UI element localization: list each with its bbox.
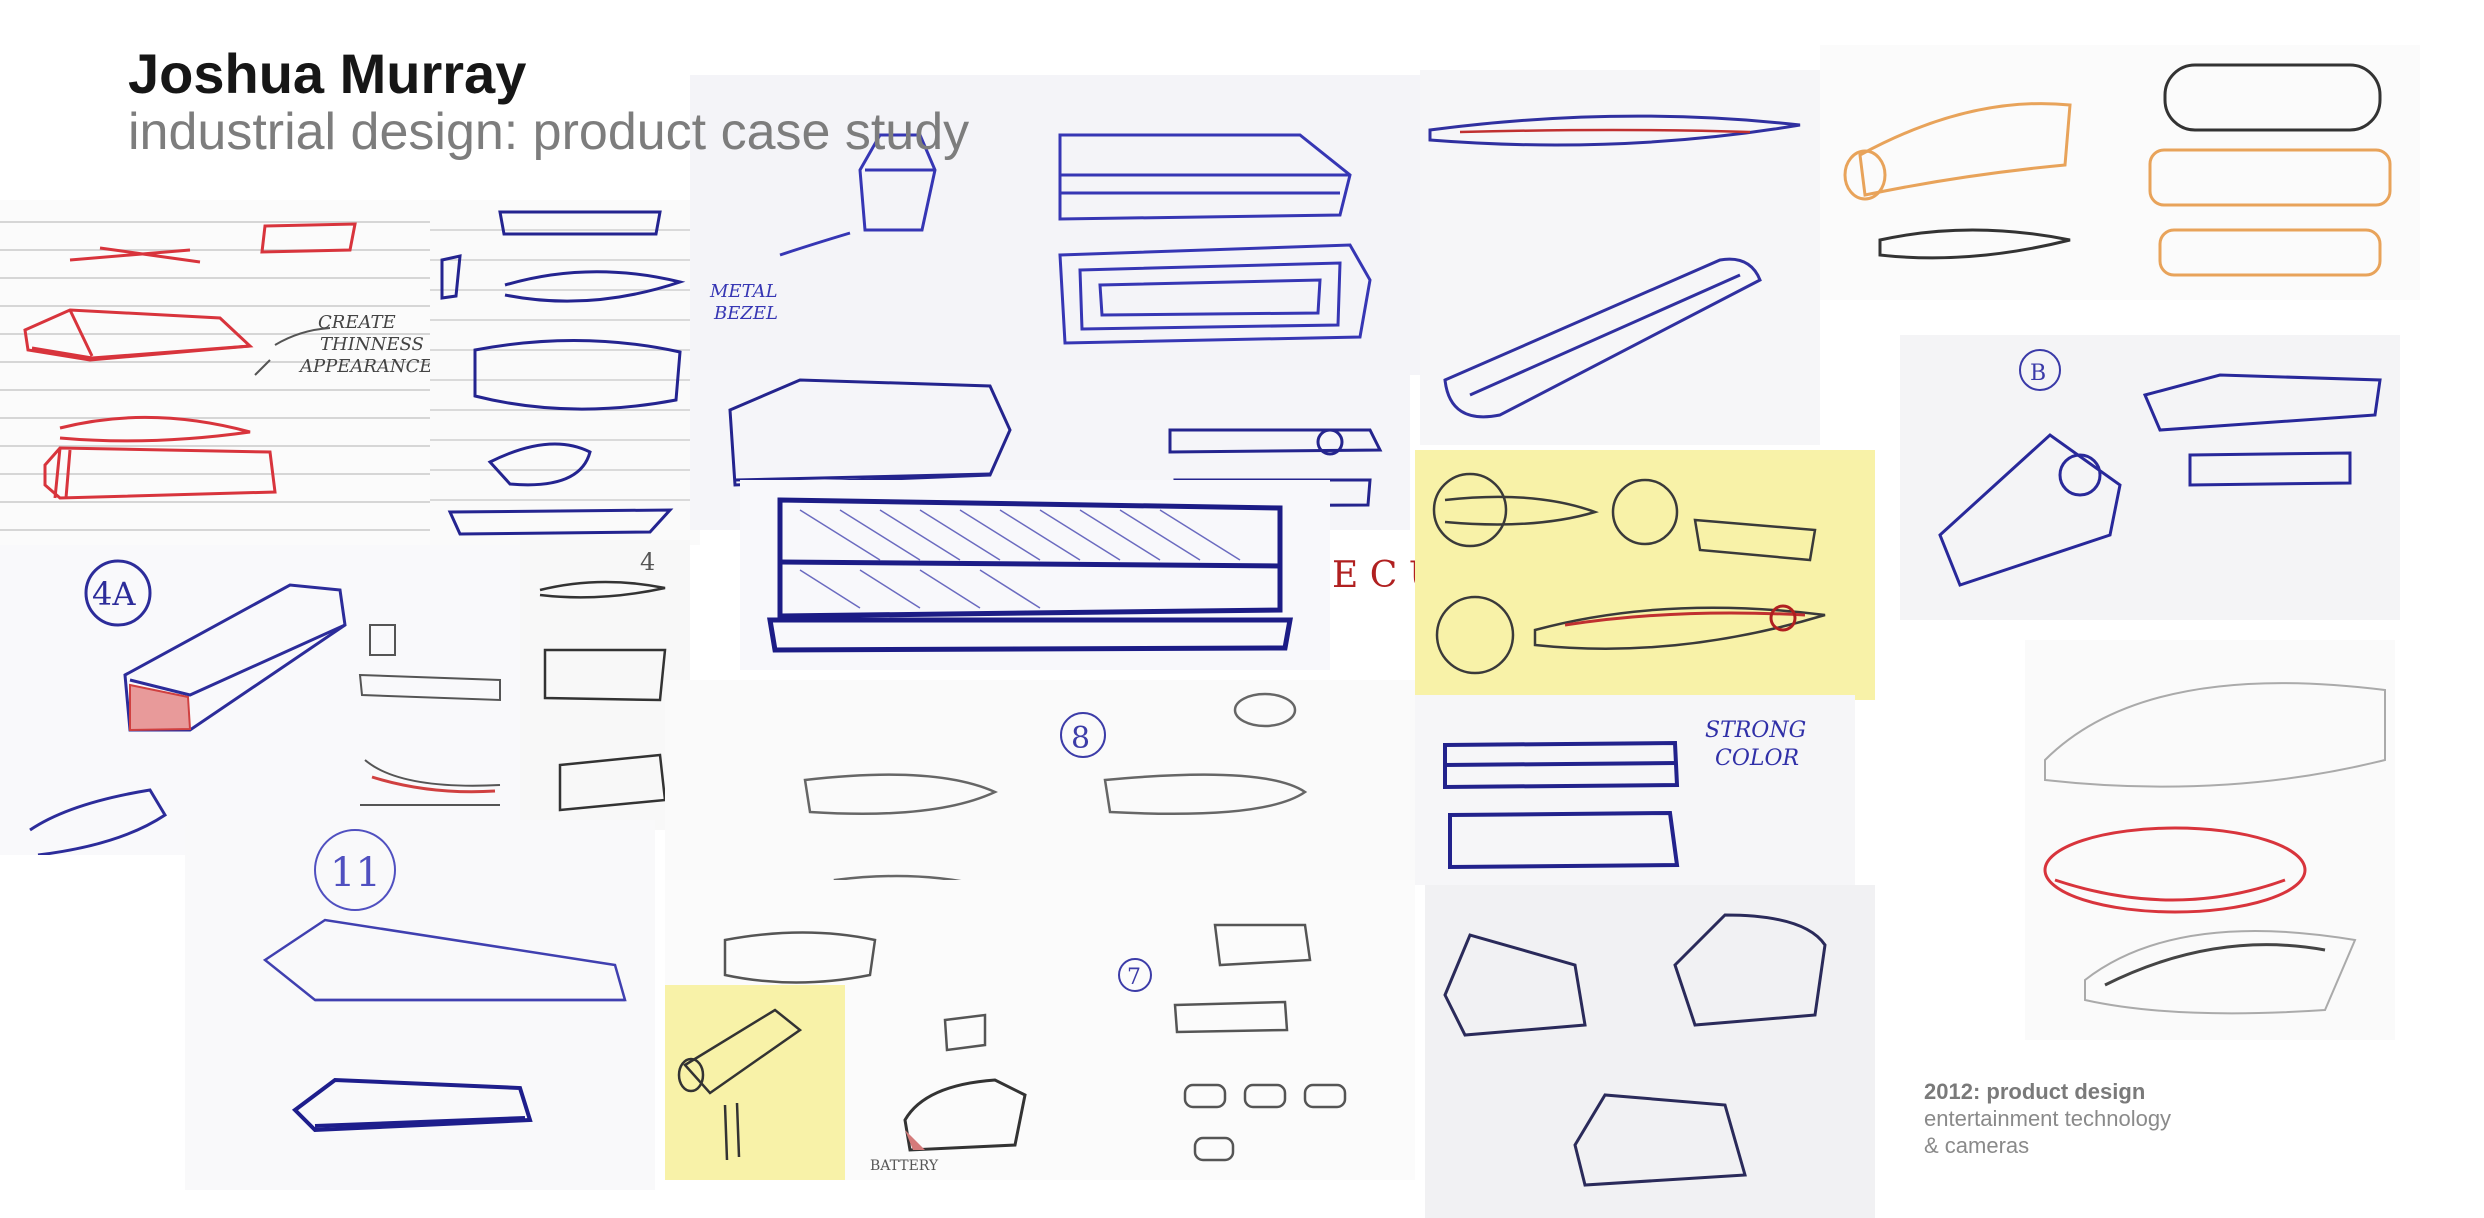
sketch-panel-red-pencil — [2025, 640, 2395, 1040]
sketch-4a: 4A — [29, 559, 501, 855]
sketch-panel-grey-blue — [1425, 885, 1875, 1218]
sticky-note-right — [1415, 450, 1875, 700]
annotation-bezel: BEZEL — [713, 303, 778, 324]
sketch-red-lined: CREATE THINNESS APPEARANCE — [0, 221, 440, 531]
sketch-panel-red-lined: CREATE THINNESS APPEARANCE — [0, 200, 440, 545]
label-4a: 4A — [92, 575, 136, 613]
sketch-panel-navy-band — [740, 480, 1330, 670]
sketch-11: 11 — [262, 829, 627, 1133]
sketch-red-pencil — [2043, 682, 2386, 1015]
sketch-blue-lined — [430, 210, 700, 536]
sketch-panel-strong-color: STRONG COLOR — [1415, 695, 1855, 885]
sticky-note-bottom — [665, 985, 845, 1180]
annotation-battery: BATTERY — [870, 1158, 939, 1174]
caption-category: entertainment technology — [1924, 1106, 2172, 1131]
sketch-panel-4: 4 — [520, 540, 690, 830]
annotation-thinness: THINNESS — [320, 334, 424, 355]
sketch-tube — [1428, 114, 1801, 419]
label-7: 7 — [1127, 965, 1141, 990]
annotation-color: COLOR — [1715, 746, 1799, 771]
sketch-sticky-bottom — [677, 1008, 803, 1161]
label-11: 11 — [330, 850, 381, 896]
label-4: 4 — [640, 548, 655, 576]
label-9b: B — [2030, 361, 2046, 386]
sketch-ecu: E C U — [1332, 555, 1420, 596]
sketch-orange — [1843, 63, 2392, 277]
sketch-panel-9b: B — [1900, 335, 2400, 620]
page-subtitle: industrial design: product case study — [128, 103, 970, 161]
sketch-9b: B — [1938, 349, 2382, 587]
sketch-top-center: METAL BEZEL — [709, 133, 1372, 345]
annotation-strong: STRONG — [1705, 718, 1806, 743]
project-caption: 2012: product design entertainment techn… — [1924, 1078, 2171, 1159]
sketch-panel-tube — [1420, 70, 1820, 445]
label-8: 8 — [1071, 721, 1090, 756]
annotation-metal: METAL — [709, 281, 778, 302]
sketch-panel-blue-lined — [430, 200, 700, 545]
caption-year: 2012: product design — [1924, 1079, 2146, 1104]
sketch-7: 7 BATTERY — [723, 923, 1347, 1174]
header: Joshua Murray industrial design: product… — [128, 42, 969, 162]
sketch-sticky-right — [1432, 472, 1826, 675]
sketch-panel-4a: 4A — [0, 545, 530, 855]
sketch-navy-band — [767, 497, 1293, 653]
caption-subcategory: & cameras — [1924, 1133, 2030, 1158]
annotation-create: CREATE — [318, 312, 396, 333]
page-title: Joshua Murray — [128, 42, 527, 105]
sketch-strong-color: STRONG COLOR — [1443, 718, 1806, 870]
annotation-appearance: APPEARANCE — [298, 356, 433, 377]
sketch-panel-orange — [1820, 45, 2420, 300]
annotation-ecu: E C U — [1332, 555, 1420, 596]
sketch-panel-11: 11 — [185, 820, 655, 1190]
sketch-panel-ecu: E C U — [1330, 545, 1420, 605]
sketch-grey-blue — [1443, 913, 1827, 1187]
sketch-panel-top-center: METAL BEZEL — [690, 75, 1420, 375]
